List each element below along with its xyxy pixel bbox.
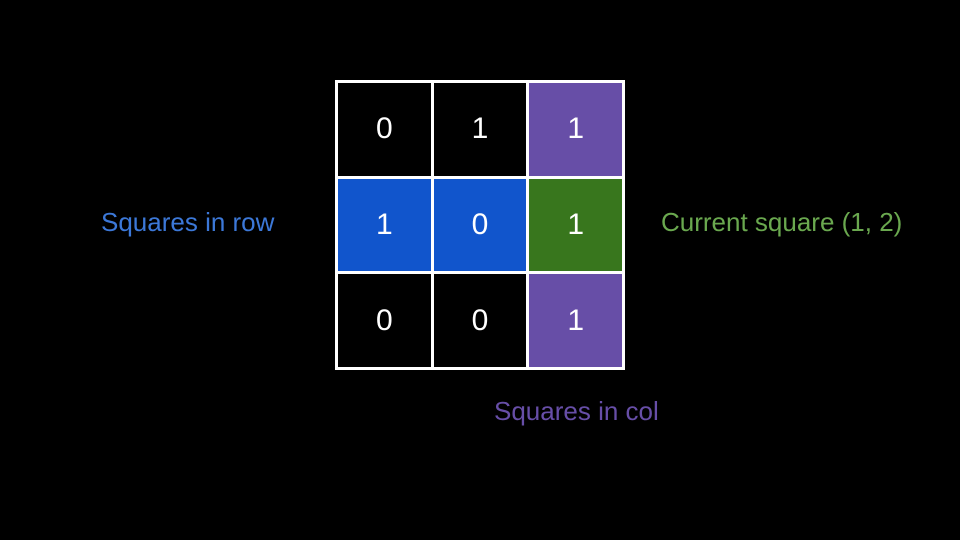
grid-cell-0-1: 1: [433, 83, 527, 176]
matrix-grid: 0 1 1 1 0 1 0 0 1: [335, 80, 625, 370]
grid-cell-2-1: 0: [433, 274, 527, 367]
grid-cell-2-0: 0: [338, 274, 431, 367]
cell-value: 1: [375, 207, 393, 241]
grid-cell-0-2: 1: [529, 83, 622, 176]
grid-cell-1-0: 1: [338, 178, 431, 272]
cell-value: 1: [567, 303, 584, 337]
col-label: Squares in col: [494, 396, 659, 426]
grid-cell-2-2: 1: [529, 274, 622, 367]
cell-value: 1: [567, 112, 584, 146]
grid-cell-1-1: 0: [433, 178, 527, 272]
row-label: Squares in row: [101, 207, 275, 237]
current-square-label: Current square (1, 2): [661, 207, 903, 237]
cell-value: 1: [471, 112, 489, 146]
grid-cell-1-2: 1: [529, 178, 622, 272]
cell-value: 0: [471, 303, 489, 337]
cell-value: 0: [375, 112, 393, 146]
cell-value: 0: [375, 303, 393, 337]
cell-value: 0: [471, 207, 489, 241]
cell-value: 1: [567, 207, 584, 241]
grid-cell-0-0: 0: [338, 83, 431, 176]
